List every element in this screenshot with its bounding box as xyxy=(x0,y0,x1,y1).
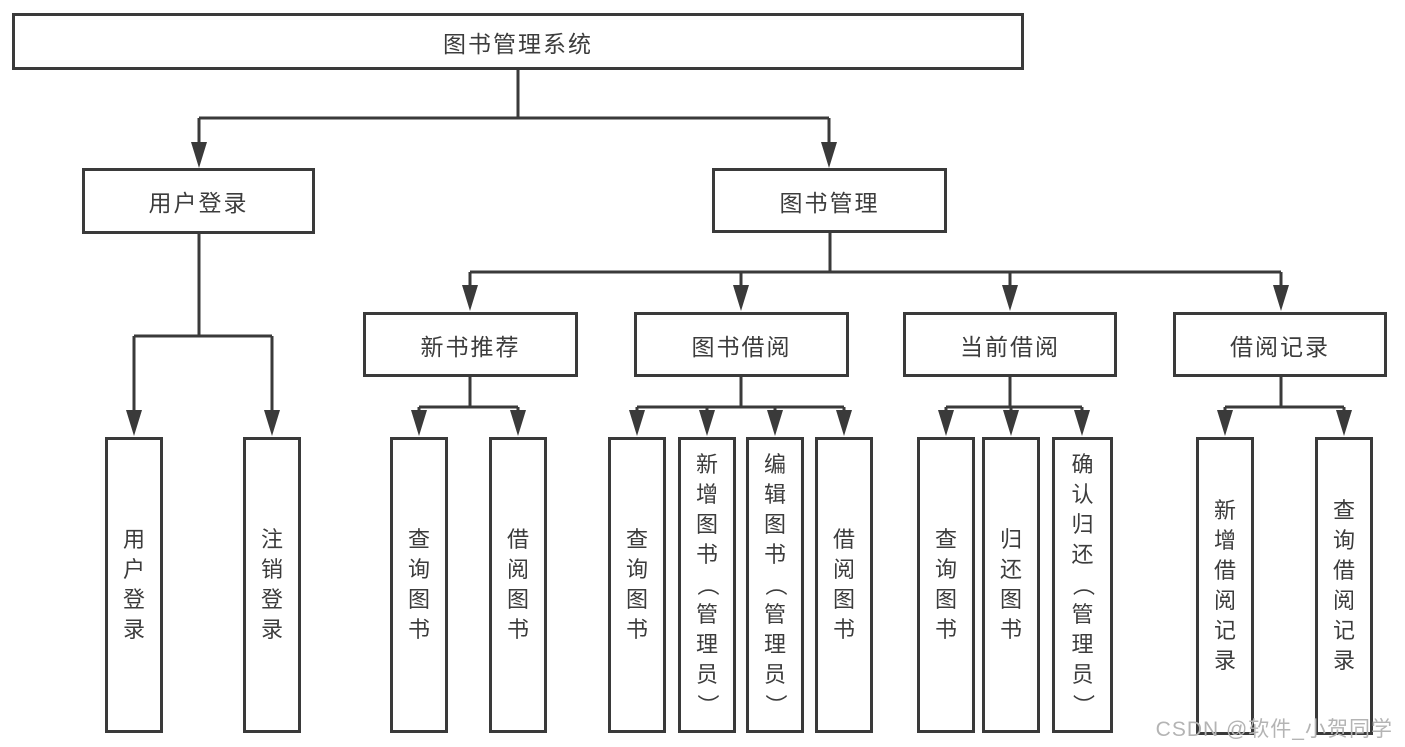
leaf-records-add-borrow-record: 新增借阅记录 xyxy=(1196,437,1254,735)
node-root-label: 图书管理系统 xyxy=(443,30,593,57)
node-root: 图书管理系统 xyxy=(12,13,1024,70)
node-new-book-recommend: 新书推荐 xyxy=(363,312,578,377)
arrowhead-icons xyxy=(126,142,1352,436)
node-current-borrowing-label: 当前借阅 xyxy=(960,333,1060,360)
csdn-watermark: CSDN @软件_小贺同学 xyxy=(1155,718,1393,741)
node-user-login: 用户登录 xyxy=(82,168,315,234)
node-book-borrowing: 图书借阅 xyxy=(634,312,849,377)
leaf-recommend-query-books: 查询图书 xyxy=(390,437,448,733)
leaf-borrowing-borrow-books: 借阅图书 xyxy=(815,437,873,733)
node-current-borrowing: 当前借阅 xyxy=(903,312,1117,377)
node-user-login-label: 用户登录 xyxy=(148,190,249,216)
leaf-logout: 注销登录 xyxy=(243,437,301,733)
node-borrow-records-label: 借阅记录 xyxy=(1230,333,1330,360)
node-borrow-records: 借阅记录 xyxy=(1173,312,1387,377)
leaf-borrowing-add-books-admin: 新增图书（管理员） xyxy=(678,437,736,733)
node-book-management-label: 图书管理 xyxy=(779,189,880,216)
leaf-current-confirm-return-admin: 确认归还（管理员） xyxy=(1052,437,1113,733)
node-new-book-recommend-label: 新书推荐 xyxy=(420,333,521,360)
leaf-user-login: 用户登录 xyxy=(105,437,163,733)
leaf-recommend-borrow-books: 借阅图书 xyxy=(489,437,547,733)
leaf-current-return-books: 归还图书 xyxy=(982,437,1040,733)
leaf-borrowing-edit-books-admin: 编辑图书（管理员） xyxy=(746,437,804,733)
node-book-management: 图书管理 xyxy=(712,168,947,233)
leaf-borrowing-query-books: 查询图书 xyxy=(608,437,666,733)
node-book-borrowing-label: 图书借阅 xyxy=(691,333,792,360)
leaf-records-query-borrow-record: 查询借阅记录 xyxy=(1315,437,1373,735)
leaf-current-query-books: 查询图书 xyxy=(917,437,975,733)
